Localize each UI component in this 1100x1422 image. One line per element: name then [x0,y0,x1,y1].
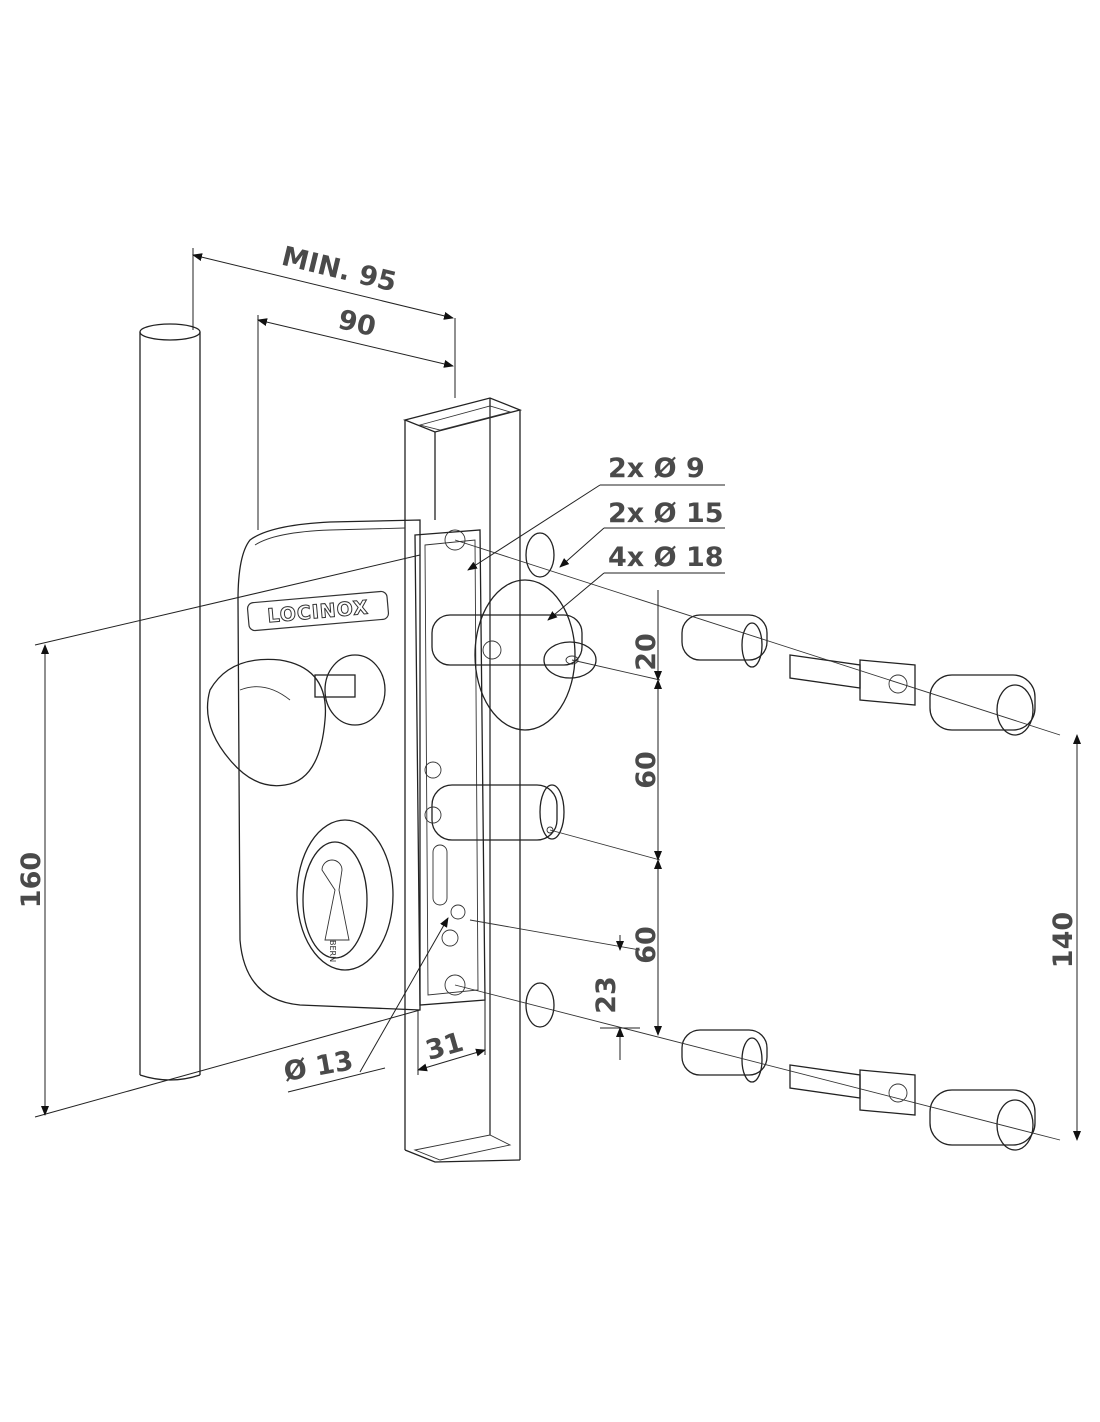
dim-min-95: MIN. 95 [192,241,456,398]
fixing-holes [432,529,555,1028]
door-knob [206,654,386,787]
brand-plate [246,590,390,632]
dim-160: 160 [16,554,421,1118]
label-23: 23 [591,976,622,1014]
label-60-lower: 60 [631,926,662,964]
fixing-set-top [681,614,1036,736]
dead-bolt [424,761,565,841]
label-160: 160 [16,852,47,908]
lock-body: LOCINOX [237,519,486,1011]
cylinder-mark: BERN [328,940,337,962]
dim-140: 140 [1048,734,1081,1141]
label-holes-9: 2x Ø 9 [608,453,705,484]
fixing-set-bottom [681,1029,1036,1151]
center-lines [454,539,1061,1141]
round-post [139,323,201,1081]
latch-bolt [431,579,597,731]
label-20: 20 [631,633,662,671]
label-holes-18: 4x Ø 18 [608,542,724,573]
dim-31: 31 [417,1000,486,1075]
brand-logo: LOCINOX [267,597,370,628]
label-140: 140 [1048,912,1079,968]
dim-vertical-chain: 20 60 60 [631,590,662,1036]
dim-90: 90 [257,304,454,530]
label-90: 90 [335,304,379,343]
label-31: 31 [422,1027,467,1067]
square-tube [402,397,523,1163]
label-holes-15: 2x Ø 15 [608,498,724,529]
label-hole-13: Ø 13 [281,1045,355,1088]
dim-23: 23 [591,935,640,1060]
label-60-upper: 60 [631,751,662,789]
callouts-holes: 2x Ø 9 2x Ø 15 4x Ø 18 [467,453,725,621]
key-cylinder: BERN [296,819,394,971]
